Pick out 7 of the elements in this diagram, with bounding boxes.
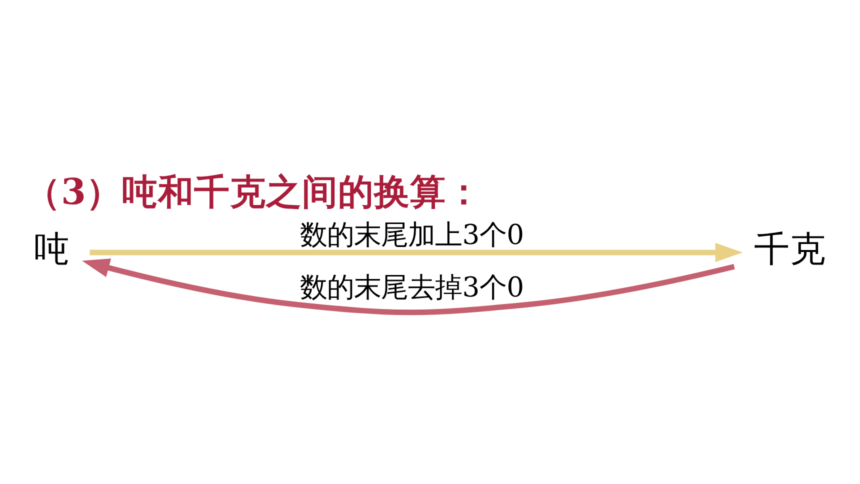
edge-label: 数的末尾加上3个0 [300,220,524,252]
node-text: 吨 [34,229,70,270]
diagram-title: （3）吨和千克之间的换算： [25,171,482,214]
node-text: 千克 [754,229,826,270]
arrow [90,242,743,262]
edge-label: 数的末尾去掉3个0 [300,272,524,304]
arrow [82,258,735,316]
